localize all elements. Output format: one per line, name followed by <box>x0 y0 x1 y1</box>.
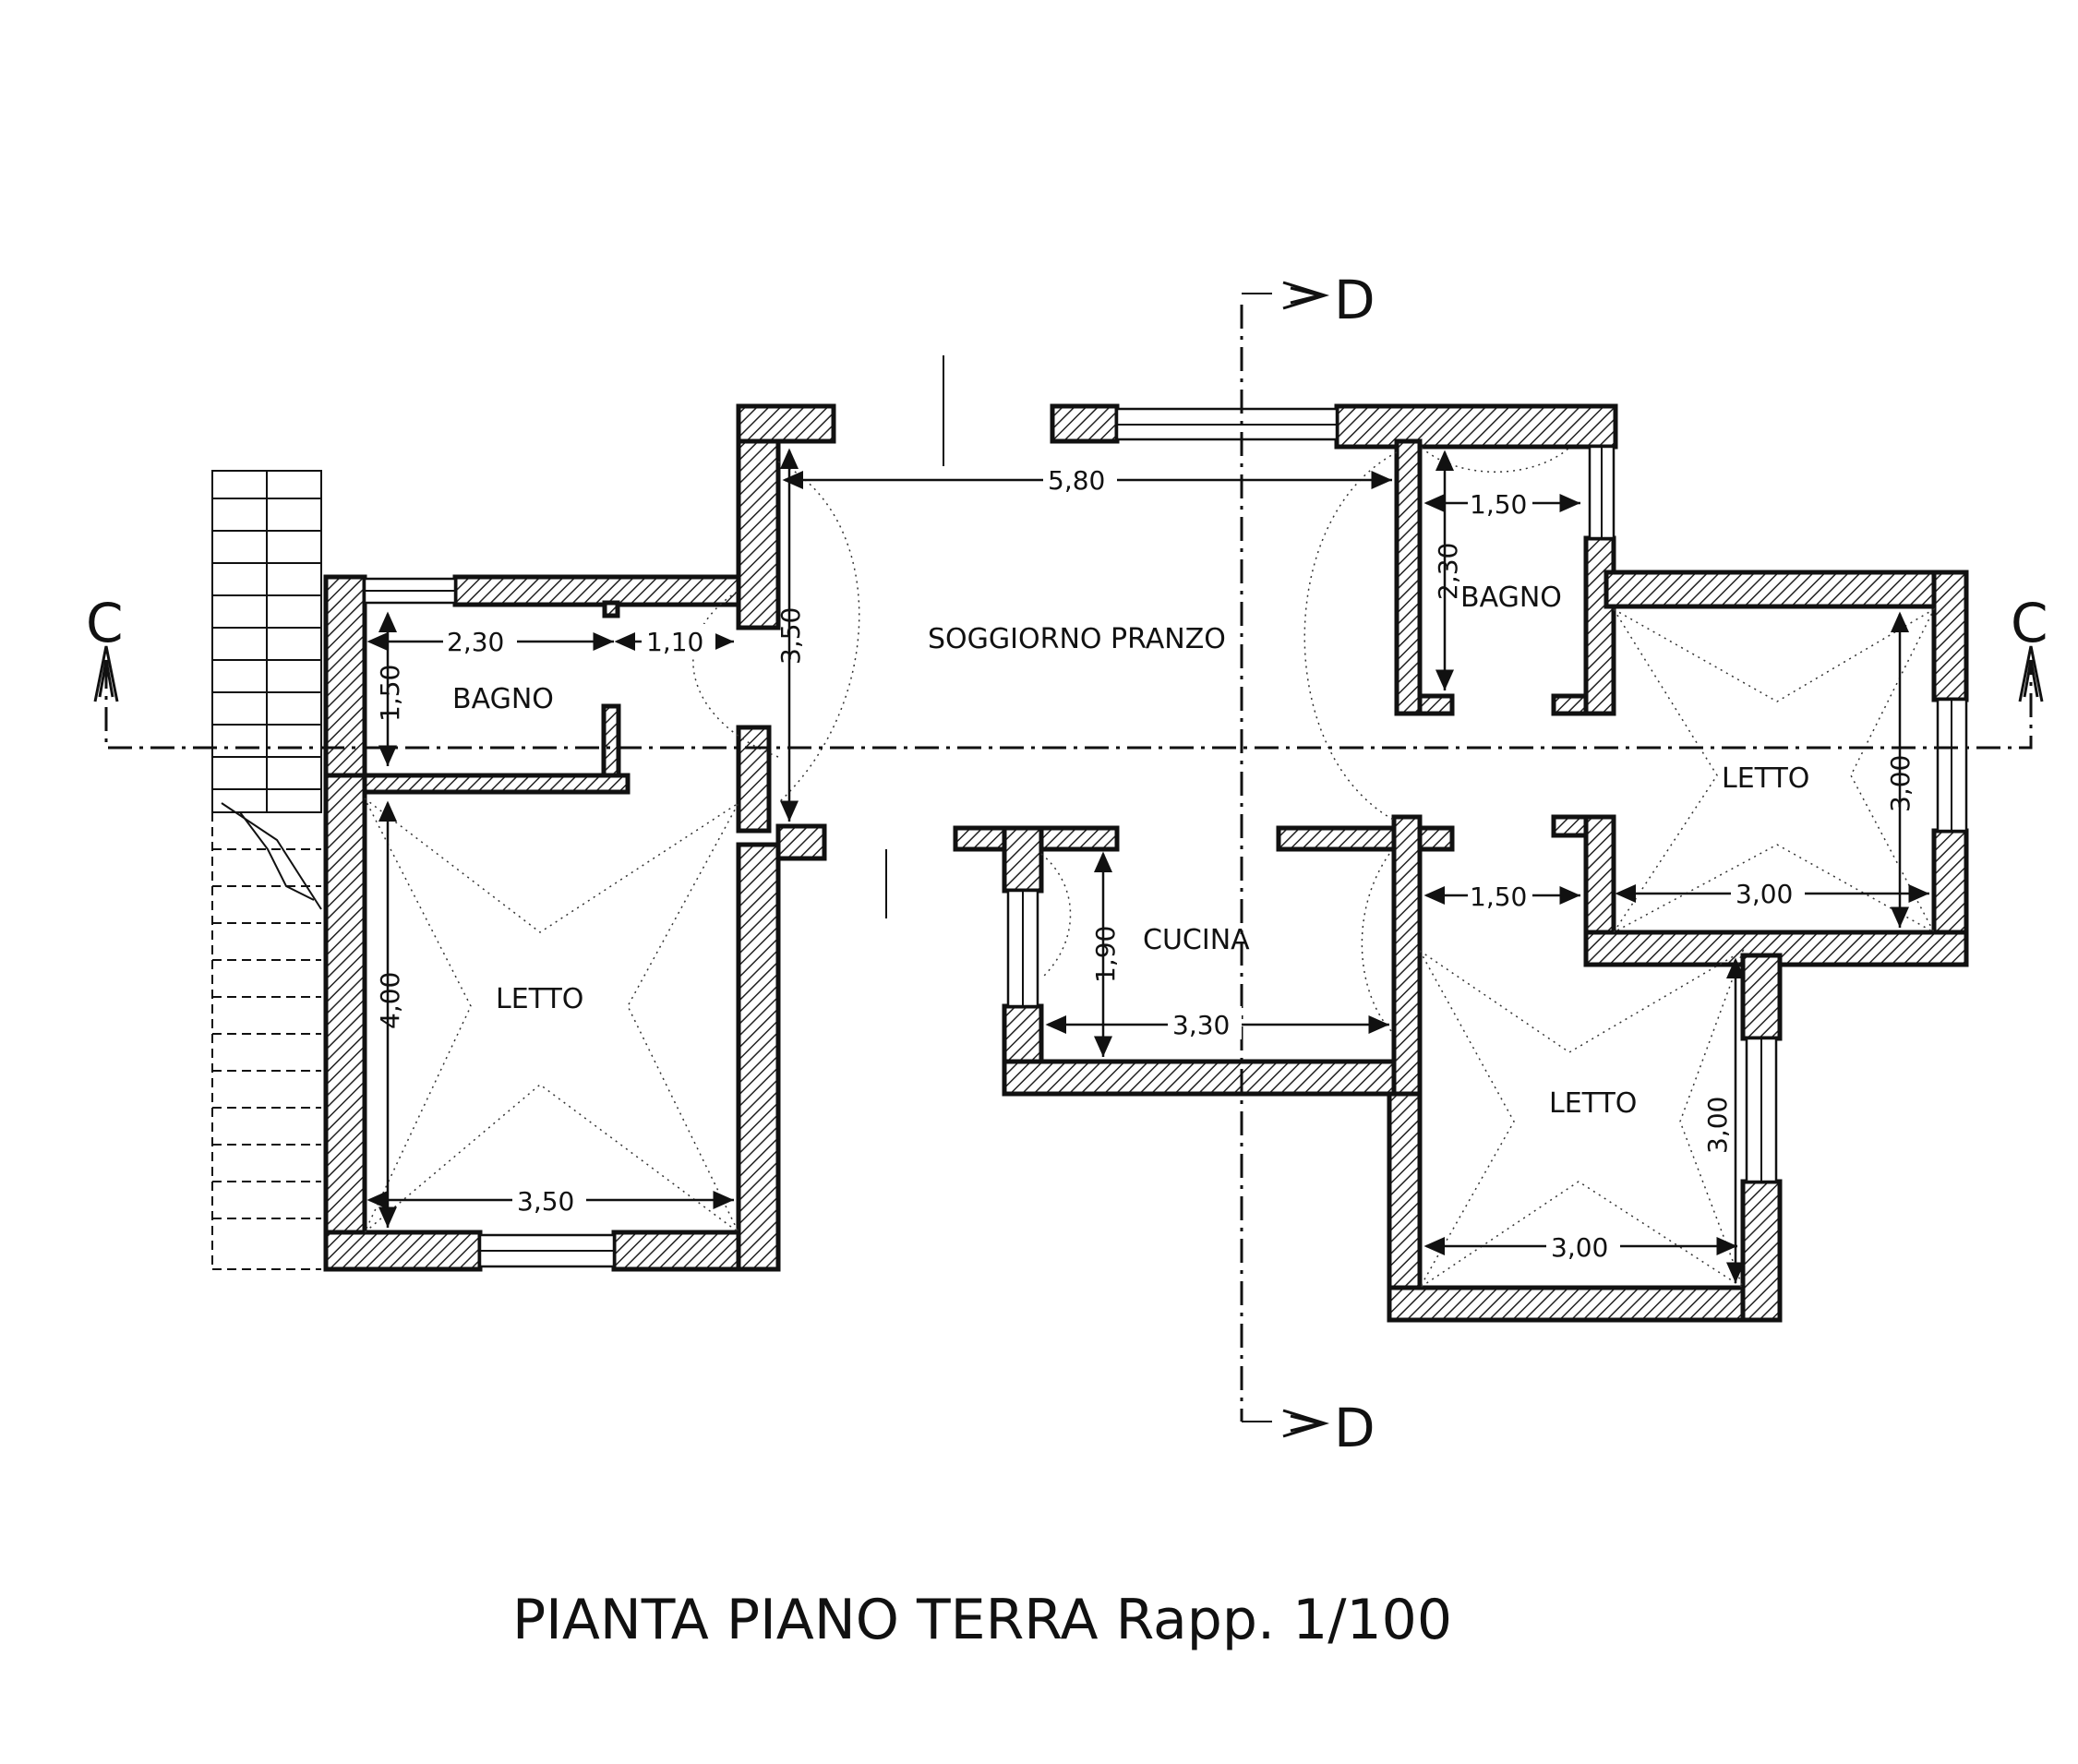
room-label-bagno-left: BAGNO <box>452 683 554 715</box>
section-mark-c-left: C <box>86 592 124 654</box>
dim-letto-right-bottom-depth: 3,00 <box>1702 1097 1733 1154</box>
room-label-letto-left: LETTO <box>496 983 583 1015</box>
section-mark-c-right: C <box>2011 592 2048 654</box>
door-swings <box>692 447 1570 1035</box>
dim-letto-right-top-width: 3,00 <box>1736 879 1793 909</box>
room-label-letto-right-top: LETTO <box>1722 762 1809 795</box>
section-marks: C C D D <box>86 269 2048 1459</box>
dim-passage-width: 1,10 <box>646 627 703 657</box>
dim-letto-right-top-depth: 3,00 <box>1885 755 1916 812</box>
room-labels: SOGGIORNO PRANZO BAGNO BAGNO LETTO LETTO… <box>452 582 1809 1120</box>
dim-corridor-width: 1,50 <box>1470 882 1527 912</box>
windows <box>363 407 1968 1268</box>
exterior-stairs <box>211 470 322 1270</box>
section-mark-d-bottom: D <box>1334 1397 1375 1459</box>
section-lines <box>93 281 2044 1438</box>
dim-bagno-right-width: 1,50 <box>1470 489 1527 520</box>
dim-bagno-left-depth: 1,50 <box>375 665 405 722</box>
dim-letto-left-width: 3,50 <box>517 1186 574 1217</box>
room-label-bagno-right: BAGNO <box>1460 582 1562 614</box>
dim-bagno-left-width: 2,30 <box>447 627 504 657</box>
walls <box>323 403 1969 1323</box>
drawing-title: PIANTA PIANO TERRA Rapp. 1/100 <box>512 1588 1452 1652</box>
section-mark-d-top: D <box>1334 269 1375 331</box>
dim-letto-left-depth: 4,00 <box>375 972 405 1029</box>
dim-letto-right-bottom-width: 3,00 <box>1551 1232 1608 1263</box>
dim-soggiorno-width: 5,80 <box>1048 465 1105 496</box>
dim-cucina-width: 3,30 <box>1172 1010 1230 1040</box>
room-label-cucina: CUCINA <box>1143 924 1250 956</box>
ceiling-vault-lines <box>364 607 1936 1290</box>
dim-cucina-depth: 1,90 <box>1090 926 1121 983</box>
dimension-labels: 5,80 3,50 2,30 1,10 1,50 4,00 3,50 1,50 … <box>375 462 1916 1263</box>
dim-soggiorno-depth: 3,50 <box>775 607 806 665</box>
room-label-letto-right-bottom: LETTO <box>1549 1087 1637 1120</box>
dimension-lines <box>366 355 1929 1283</box>
room-label-soggiorno: SOGGIORNO PRANZO <box>928 623 1226 655</box>
dim-bagno-right-depth: 2,30 <box>1433 543 1463 600</box>
